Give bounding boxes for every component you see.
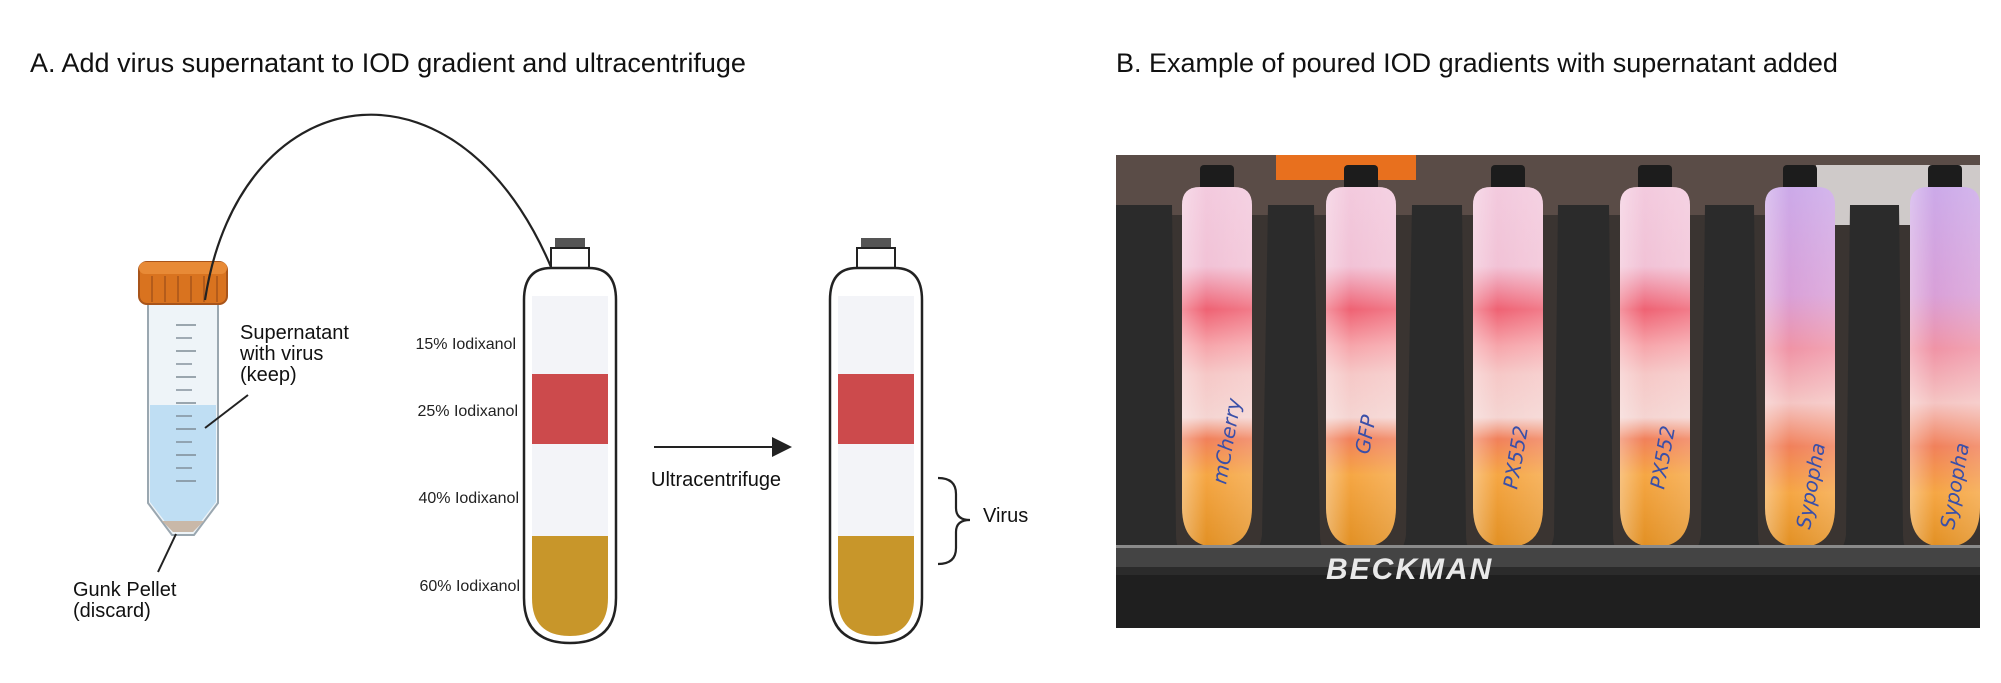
rack-brand: BECKMAN xyxy=(1326,553,1494,586)
gradient-label-60: 60% Iodixanol xyxy=(419,578,520,595)
transfer-arrow xyxy=(203,113,565,301)
photo-tubes xyxy=(1182,165,1980,547)
gradient-photo: mCherry GFP PX552 PX552 Sypopha Sypopha … xyxy=(1116,155,1980,628)
supernatant-label-line-3: (keep) xyxy=(240,364,297,386)
gradient-layer-40 xyxy=(532,444,608,536)
falcon-tube xyxy=(138,261,228,536)
supernatant-leader xyxy=(204,394,249,429)
panel-a-title: A. Add virus supernatant to IOD gradient… xyxy=(30,48,746,78)
after-layer-40 xyxy=(838,444,914,536)
gradient-tube-before xyxy=(522,238,618,645)
gradient-label-15: 15% Iodixanol xyxy=(415,336,516,353)
supernatant-label-line-2: with virus xyxy=(240,343,324,365)
panel-a-diagram xyxy=(138,113,971,645)
gradient-tube-after xyxy=(828,238,924,645)
virus-brace xyxy=(937,476,971,566)
after-layer-25 xyxy=(838,374,914,444)
panel-b-title: B. Example of poured IOD gradients with … xyxy=(1116,48,1838,78)
gradient-layer-15 xyxy=(532,296,608,374)
pellet-label: Gunk Pellet (discard) xyxy=(73,580,176,622)
process-label: Ultracentrifuge xyxy=(651,469,782,491)
supernatant-label: Supernatant with virus (keep) xyxy=(240,323,349,386)
virus-label: Virus xyxy=(983,505,1029,527)
supernatant-label-line-1: Supernatant xyxy=(240,322,349,344)
gradient-label-40: 40% Iodixanol xyxy=(418,490,519,507)
gradient-layer-25 xyxy=(532,374,608,444)
pellet-label-line-1: Gunk Pellet xyxy=(73,579,177,601)
gradient-layer-60 xyxy=(532,536,608,636)
gradient-label-25: 25% Iodixanol xyxy=(417,403,518,420)
pellet-label-line-2: (discard) xyxy=(73,600,151,622)
after-layer-15 xyxy=(838,296,914,374)
pellet-leader xyxy=(157,533,177,573)
after-layer-60 xyxy=(838,536,914,636)
